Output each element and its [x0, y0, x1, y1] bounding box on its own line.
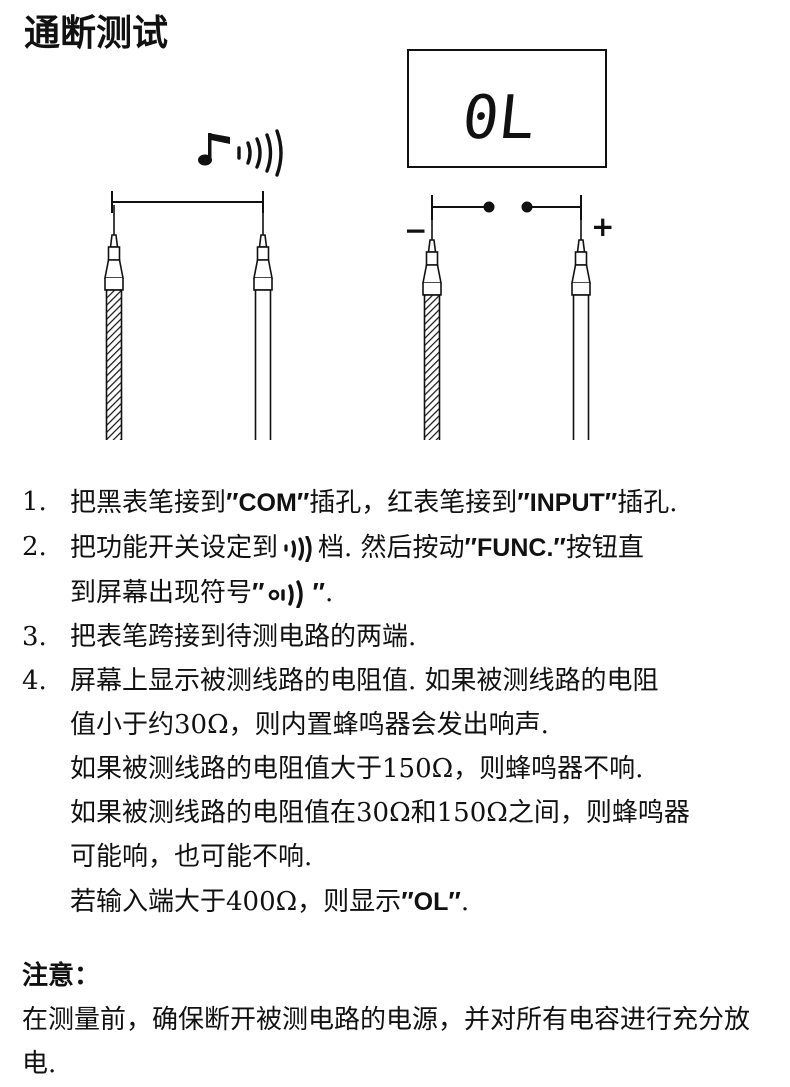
ol-indicator-label: OL [413, 888, 449, 916]
plus-label: + [591, 210, 614, 243]
step-text: 按钮直 [565, 533, 644, 563]
note-title: 注意： [22, 961, 101, 991]
shorted-wire [111, 191, 264, 213]
quote-mark: ″ [604, 487, 618, 517]
probe-icon [571, 209, 591, 440]
continuity-symbol-icon [269, 580, 304, 608]
sound-waves-icon [237, 129, 283, 177]
open-circuit-wire [431, 195, 582, 220]
step-number: 4. [22, 666, 47, 696]
lcd-reading: 0L [459, 83, 539, 153]
step-3: 3. 把表笔跨接到待测电路的两端. [22, 615, 782, 659]
step-text: 到屏幕出现符号 [70, 578, 253, 608]
func-button-label: FUNC. [477, 534, 554, 562]
step-line: 把黑表笔接到″COM″插孔，红表笔接到″INPUT″插孔. [70, 480, 782, 525]
step-line: 把表笔跨接到待测电路的两端. [70, 622, 417, 652]
quote-mark: ″ [252, 577, 265, 607]
step-text: 若输入端大于400Ω，则显示 [70, 887, 402, 917]
step-line: 如果被测线路的电阻值在30Ω和150Ω之间，则蜂鸣器 [70, 798, 690, 828]
minus-label: − [404, 214, 427, 247]
step-line: 到屏幕出现符号″″. [70, 570, 782, 615]
step-text: 把功能开关设定到 [70, 533, 279, 563]
illustration-svg: 0L − + [104, 49, 614, 440]
quote-mark: ″ [226, 487, 239, 517]
quote-mark: ″ [401, 886, 414, 916]
instruction-steps: 1. 把黑表笔接到″COM″插孔，红表笔接到″INPUT″插孔. 2. 把功能开… [22, 480, 782, 924]
music-note-icon [198, 133, 230, 166]
step-text: . [460, 887, 470, 917]
step-number: 2. [22, 532, 47, 562]
quote-mark: ″ [517, 487, 530, 517]
lcd-display [407, 49, 607, 168]
step-number: 1. [22, 487, 47, 517]
probe-icon [253, 204, 273, 440]
step-line: 如果被测线路的电阻值大于150Ω，则蜂鸣器不响. [70, 754, 644, 784]
com-terminal-label: COM [238, 489, 297, 517]
step-4: 4. 屏幕上显示被测线路的电阻值. 如果被测线路的电阻 值小于约30Ω，则内置蜂… [22, 659, 782, 924]
step-text: 档. 然后按动 [318, 533, 465, 563]
quote-mark: ″ [312, 577, 325, 607]
input-terminal-label: INPUT [529, 489, 605, 517]
step-line: 把功能开关设定到档. 然后按动″FUNC.″按钮直 [70, 525, 782, 570]
probe-icon [104, 204, 124, 440]
step-text: 插孔. [617, 488, 678, 518]
quote-mark: ″ [448, 886, 461, 916]
step-line: 可能响，也可能不响. [70, 842, 313, 872]
step-line: 屏幕上显示被测线路的电阻值. 如果被测线路的电阻 [70, 666, 659, 696]
continuity-icon [284, 536, 312, 562]
quote-mark: ″ [553, 532, 566, 562]
step-text: . [324, 578, 334, 608]
step-2: 2. 把功能开关设定到档. 然后按动″FUNC.″按钮直 到屏幕出现符号″″. [22, 525, 782, 615]
step-1: 1. 把黑表笔接到″COM″插孔，红表笔接到″INPUT″插孔. [22, 480, 782, 525]
quote-mark: ″ [296, 487, 310, 517]
step-text: 把黑表笔接到 [70, 488, 227, 518]
continuity-test-illustration: 0L − + [0, 40, 790, 440]
step-number: 3. [22, 622, 47, 652]
page-title: 通断测试 [24, 13, 169, 54]
step-line: 值小于约30Ω，则内置蜂鸣器会发出响声. [70, 710, 549, 740]
step-text: 插孔，红表笔接到 [309, 488, 518, 518]
note-text: 在测量前，确保断开被测电路的电源，并对所有电容进行充分放电. [22, 1005, 751, 1079]
quote-mark: ″ [464, 532, 478, 562]
step-line: 若输入端大于400Ω，则显示″OL″. [70, 879, 782, 924]
